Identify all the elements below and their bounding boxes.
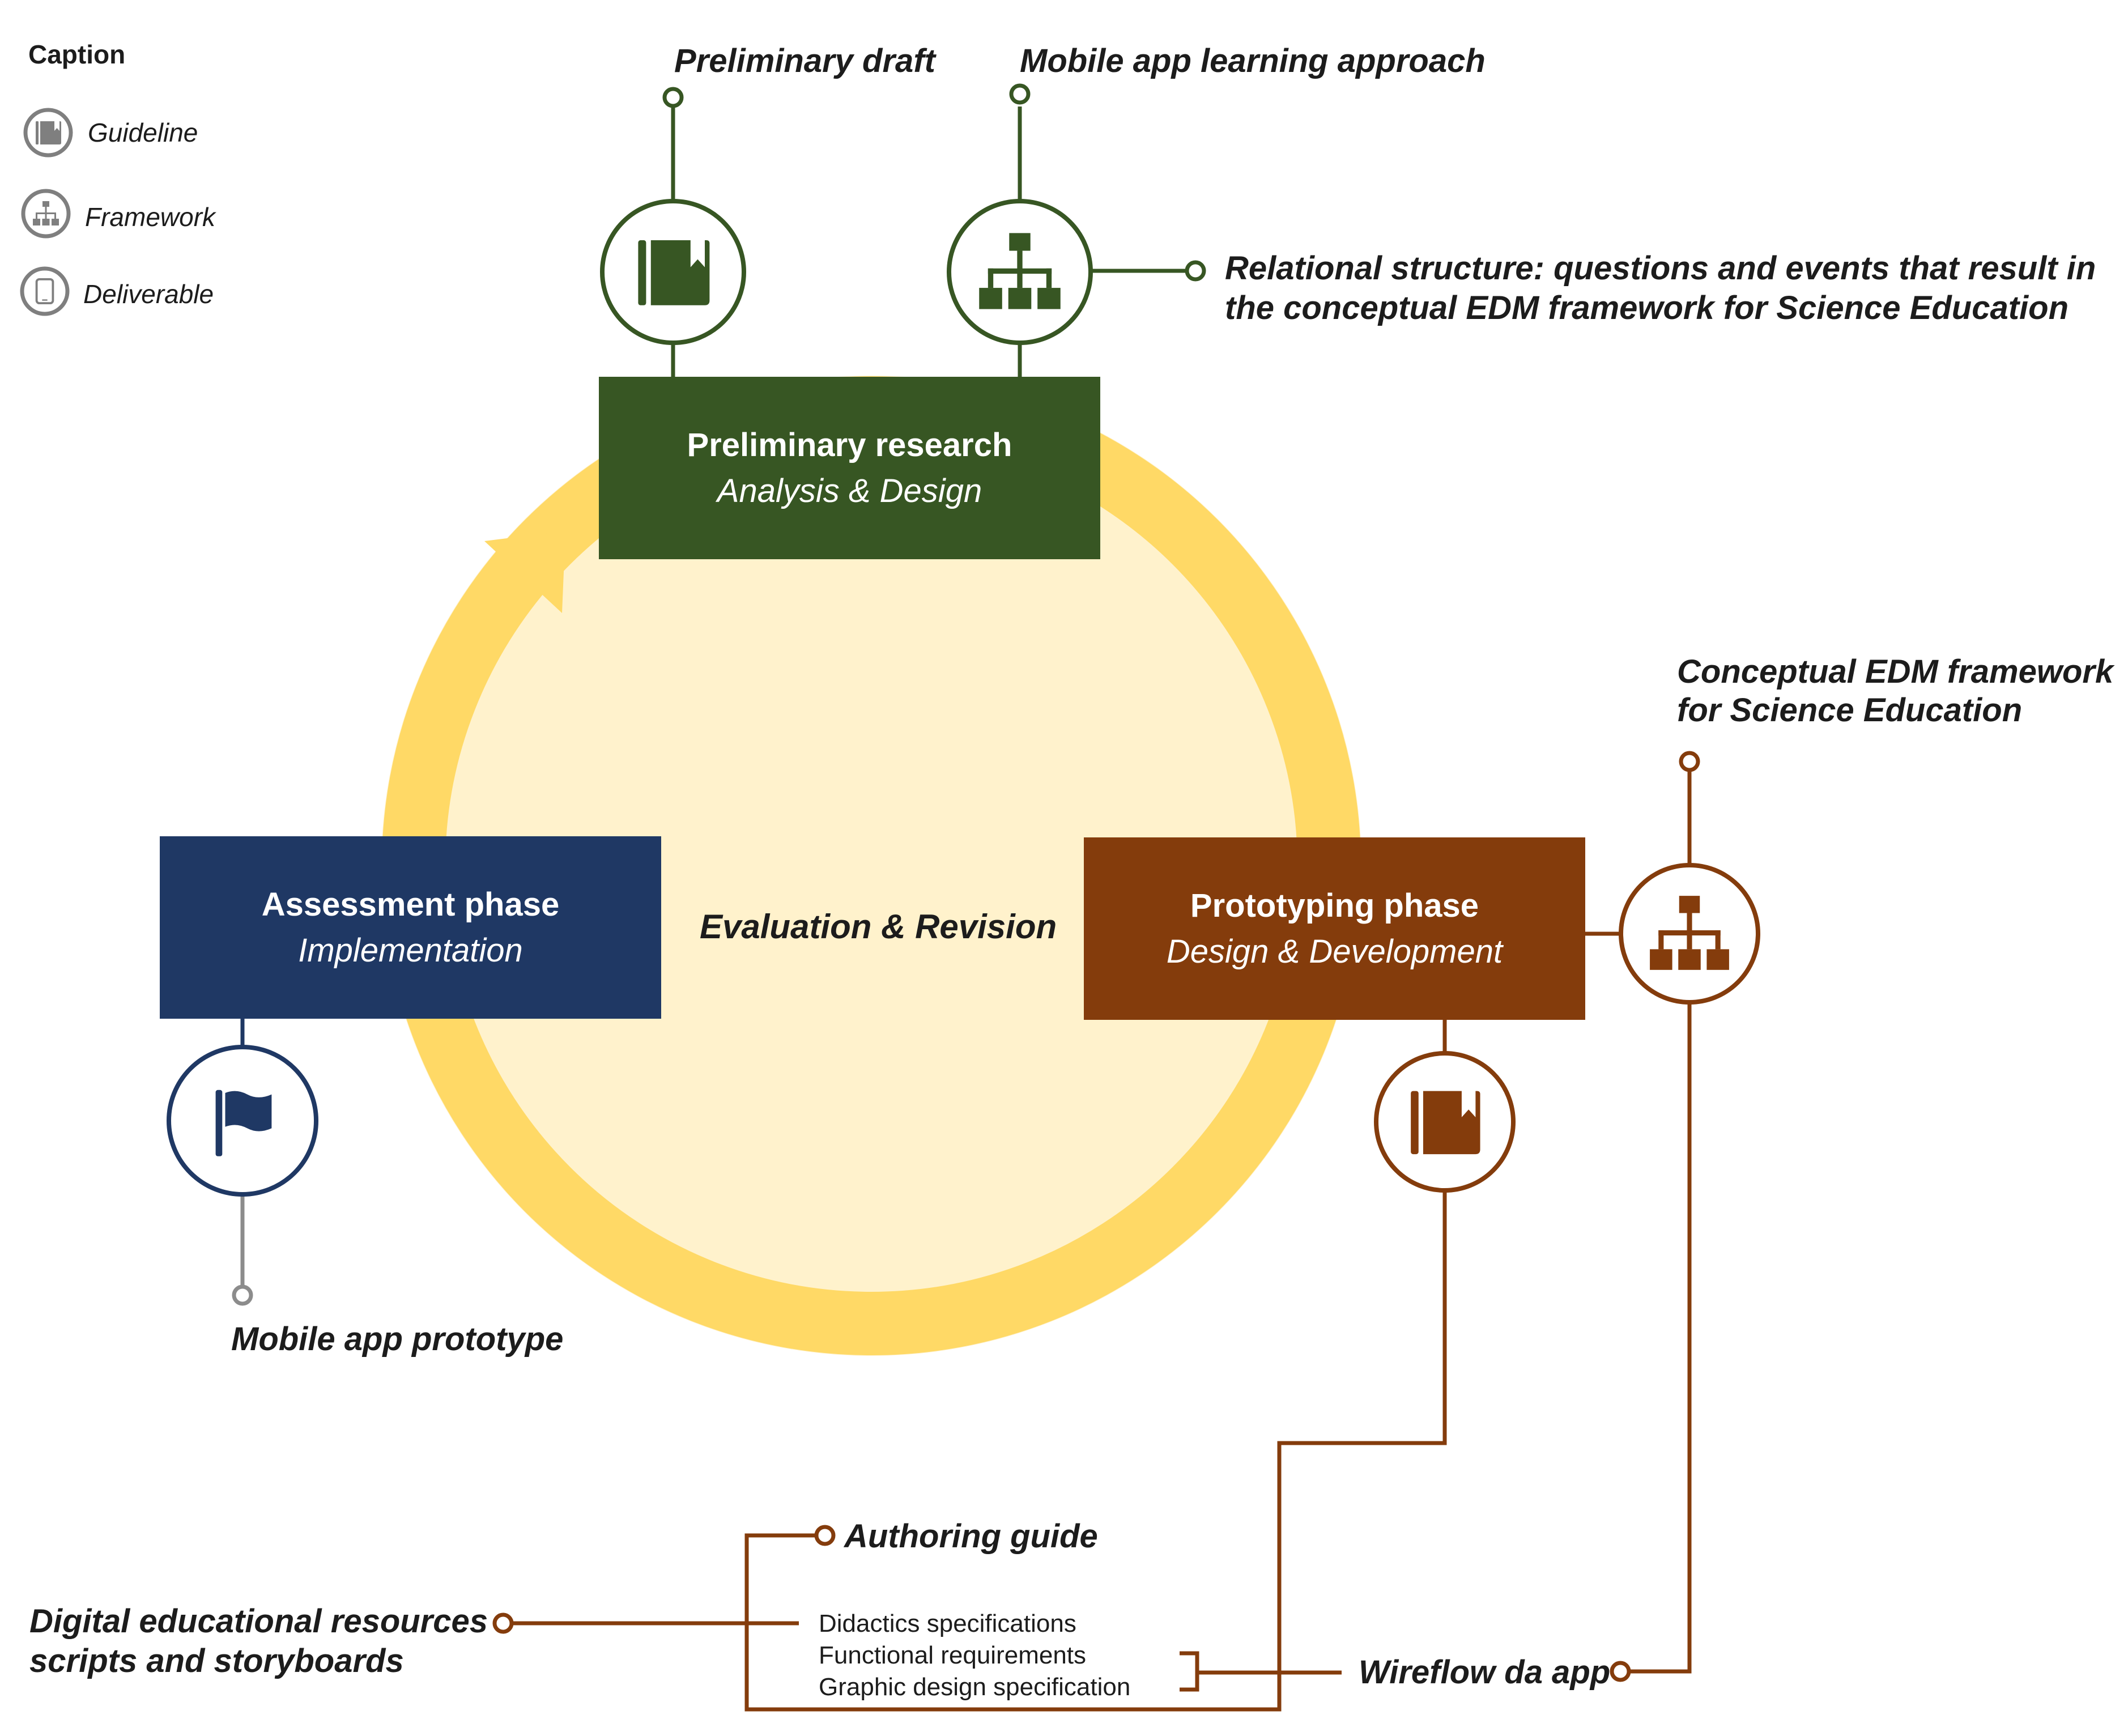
caption-guideline-icon: [23, 108, 73, 158]
assessment-phase-subtitle: Implementation: [298, 932, 523, 969]
cycle-fill: [381, 376, 1361, 1356]
conceptual-edm-line2: for Science Education: [1677, 692, 2023, 729]
caption-framework-icon: [21, 189, 71, 239]
assessment-flag-icon: [167, 1045, 318, 1197]
caption-deliverable-icon: [20, 266, 70, 316]
wireflow-label: Wireflow da app: [1359, 1654, 1611, 1691]
preliminary-book-icon: [600, 199, 746, 345]
authoring-guide-label: Authoring guide: [844, 1518, 1098, 1555]
preliminary-draft-label: Preliminary draft: [674, 42, 935, 79]
prototyping-box-bg: [1084, 837, 1585, 1020]
preliminary-research-title: Preliminary research: [687, 426, 1012, 463]
preliminary-hierarchy-icon: [947, 199, 1093, 345]
cycle-arrowhead: [484, 531, 565, 613]
digital-resources-line1: Digital educational resources: [29, 1603, 488, 1640]
preliminary-research-subtitle: Analysis & Design: [717, 473, 982, 509]
caption-framework-label: Framework: [85, 202, 216, 232]
spec-functional: Functional requirements: [819, 1641, 1087, 1669]
prototyping-phase-subtitle: Design & Development: [1166, 933, 1503, 970]
caption-title: Caption: [28, 40, 126, 69]
digital-resources-line2: scripts and storyboards: [29, 1643, 404, 1679]
preliminary-box-bg: [599, 377, 1100, 559]
preliminary-research-box: Preliminary research Analysis & Design: [599, 377, 1100, 559]
relational-structure-line2: the conceptual EDM framework for Science…: [1225, 290, 2069, 326]
mobile-app-prototype-label: Mobile app prototype: [231, 1321, 564, 1358]
assessment-phase-title: Assessment phase: [261, 886, 560, 923]
mobile-app-learning-label: Mobile app learning approach: [1020, 42, 1486, 79]
evaluation-revision-label: Evaluation & Revision: [700, 908, 1057, 946]
conceptual-edm-line1: Conceptual EDM framework: [1677, 653, 2114, 690]
prototyping-phase-box: Prototyping phase Design & Development: [1084, 837, 1585, 1020]
prototyping-phase-title: Prototyping phase: [1190, 887, 1479, 924]
prototyping-book-icon: [1374, 1051, 1516, 1193]
caption-deliverable-label: Deliverable: [83, 279, 214, 309]
assessment-connector-dot: [232, 1284, 253, 1306]
assessment-box-bg: [160, 836, 661, 1019]
prototyping-hierarchy-icon: [1619, 863, 1760, 1005]
spec-graphic-design: Graphic design specification: [819, 1673, 1131, 1701]
preliminary-connectors: [662, 83, 1206, 382]
prototyping-connectors: [492, 751, 1700, 1712]
relational-structure-line1: Relational structure: questions and even…: [1225, 250, 2096, 287]
assessment-phase-box: Assessment phase Implementation: [160, 836, 661, 1019]
caption-guideline-label: Guideline: [88, 118, 198, 147]
spec-didactics: Didactics specifications: [819, 1610, 1076, 1637]
